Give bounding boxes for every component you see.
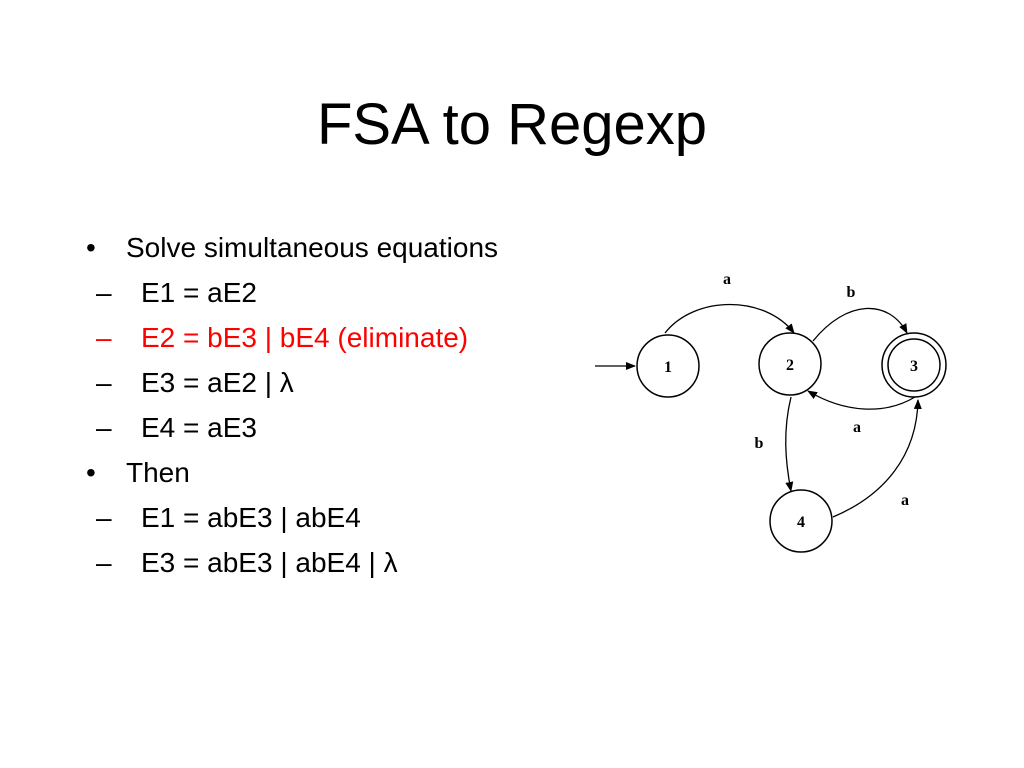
dash-marker: – [96, 502, 112, 533]
state-3-accept: 3 [881, 332, 947, 398]
dash-marker: – [96, 547, 112, 578]
slide-title: FSA to Regexp [316, 92, 708, 157]
sub-list: – E1 = aE2 – E2 = bE3 | bE4 (eliminate) … [86, 270, 626, 450]
state-label: 4 [797, 514, 805, 531]
transition-edge-2-3 [812, 307, 908, 342]
sub-item: – E3 = abE3 | abE4 | λ [96, 540, 626, 585]
bullet-text: Solve simultaneous equations [126, 232, 499, 263]
sub-list-container: – E1 = aE2 – E2 = bE3 | bE4 (eliminate) … [86, 270, 626, 450]
sub-list: – E1 = abE3 | abE4 – E3 = abE3 | abE4 | … [86, 495, 626, 585]
bullet-text: Then [126, 457, 190, 488]
bullet-list: • Solve simultaneous equations – E1 = aE… [86, 225, 626, 585]
bullet-marker: • [86, 232, 96, 263]
transition-label-4-3: a [901, 492, 909, 509]
state-label: 3 [910, 358, 918, 375]
sub-item: – E1 = aE2 [96, 270, 626, 315]
transition-edge-4-3 [832, 399, 922, 518]
bullet-item: • Solve simultaneous equations [86, 225, 626, 270]
state-label: 2 [786, 357, 794, 374]
transition-edge-2-4 [785, 396, 794, 492]
equation-text: E4 = aE3 [141, 412, 257, 443]
state-label: 1 [664, 359, 672, 376]
sub-item: – E1 = abE3 | abE4 [96, 495, 626, 540]
equation-text: E1 = abE3 | abE4 [141, 502, 361, 533]
dash-marker: – [96, 322, 112, 353]
transition-edge-1-2 [664, 304, 795, 334]
dash-marker: – [96, 277, 112, 308]
equation-text: E1 = aE2 [141, 277, 257, 308]
sub-list-container: – E1 = abE3 | abE4 – E3 = abE3 | abE4 | … [86, 495, 626, 585]
equation-text: E3 = abE3 | abE4 | λ [141, 547, 398, 578]
sub-item-highlighted: – E2 = bE3 | bE4 (eliminate) [96, 315, 626, 360]
dash-marker: – [96, 367, 112, 398]
transition-label-3-2: a [853, 419, 861, 436]
equation-text: E2 = bE3 | bE4 (eliminate) [141, 322, 469, 353]
state-4: 4 [769, 489, 833, 553]
bullet-marker: • [86, 457, 96, 488]
dash-marker: – [96, 412, 112, 443]
transition-edge-3-2 [807, 390, 916, 410]
state-2: 2 [758, 332, 822, 396]
state-1: 1 [636, 334, 700, 398]
bullet-item: • Then [86, 450, 626, 495]
sub-item: – E4 = aE3 [96, 405, 626, 450]
transition-label-2-3: b [847, 284, 856, 301]
equation-text: E3 = aE2 | λ [141, 367, 294, 398]
fsa-diagram: a b a b a 1 2 3 4 [595, 271, 947, 553]
transition-label-1-2: a [723, 271, 731, 288]
sub-item: – E3 = aE2 | λ [96, 360, 626, 405]
transition-label-2-4: b [755, 435, 764, 452]
